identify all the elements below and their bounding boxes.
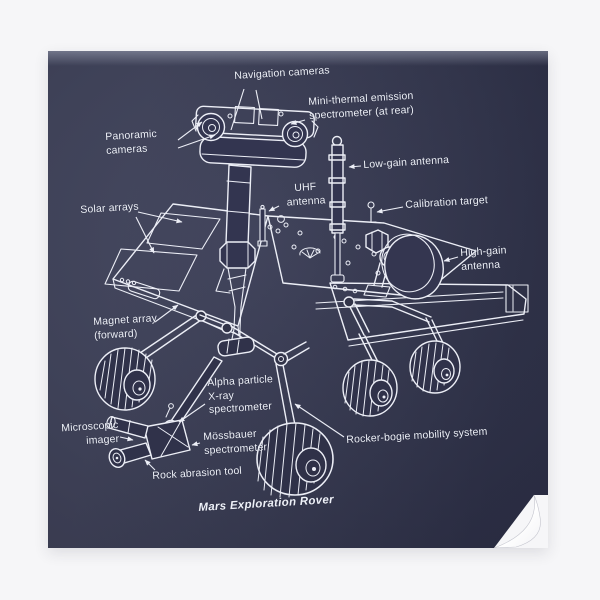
leader-mini-tes <box>290 119 306 125</box>
calibration-target-post <box>365 201 377 223</box>
label-apxs: Alpha particle X-ray spectrometer <box>207 373 274 417</box>
leader-solar-1 <box>137 211 183 224</box>
poster: Navigation cameras Mini-thermal emission… <box>48 51 548 548</box>
leader-high-gain <box>443 256 459 262</box>
leader-uhf <box>268 205 280 212</box>
microscopic-imager-cylinder <box>106 416 149 439</box>
leader-low-gain <box>348 164 362 170</box>
leader-solar-2 <box>135 216 155 254</box>
leader-mossbauer <box>191 441 201 447</box>
label-panoramic-cameras: Panoramic cameras <box>105 127 158 157</box>
leader-rat <box>144 459 156 471</box>
magnet-array-panel <box>127 280 161 300</box>
deck-fan-detail <box>299 247 321 259</box>
leader-navigation-cameras-2 <box>255 89 263 120</box>
instrument-turret <box>143 403 191 460</box>
low-gain-antenna-mast <box>328 135 346 283</box>
robotic-arm <box>106 336 255 468</box>
rock-abrasion-tool-cylinder <box>108 442 152 468</box>
uhf-antenna-rod <box>257 204 268 247</box>
leader-microscopic <box>119 436 134 442</box>
label-microscopic-imager: Microscopic imager <box>61 419 120 447</box>
leader-panoramic-2 <box>177 134 216 149</box>
navcam-right <box>258 107 279 127</box>
label-high-gain-antenna: High-gain antenna <box>460 244 507 273</box>
label-mossbauer: Mössbauer spectrometer <box>203 427 268 457</box>
label-magnet-array: Magnet array (forward) <box>93 312 158 342</box>
wheel-left-rear <box>94 347 156 411</box>
wheel-front <box>256 422 334 498</box>
corner-curl <box>493 494 548 548</box>
high-gain-antenna-dish <box>363 229 444 300</box>
leader-panoramic-1 <box>177 121 203 141</box>
navcam-left <box>234 105 255 125</box>
rocker-bogie-suspension <box>136 296 445 426</box>
wheel-right-rear <box>409 340 461 394</box>
camera-head <box>191 105 319 168</box>
leader-lines <box>119 88 459 471</box>
leader-apxs <box>178 403 206 423</box>
leader-calibration <box>376 206 404 214</box>
pancam-right-eye <box>281 120 309 148</box>
rover-diagram <box>94 88 548 548</box>
camera-mast <box>215 164 256 340</box>
leader-magnet <box>154 304 179 323</box>
label-uhf-antenna: UHF antenna <box>286 180 326 209</box>
wheel-right-middle <box>342 359 398 417</box>
leader-navigation-cameras-1 <box>230 88 245 131</box>
leader-rocker-bogie <box>294 403 345 438</box>
